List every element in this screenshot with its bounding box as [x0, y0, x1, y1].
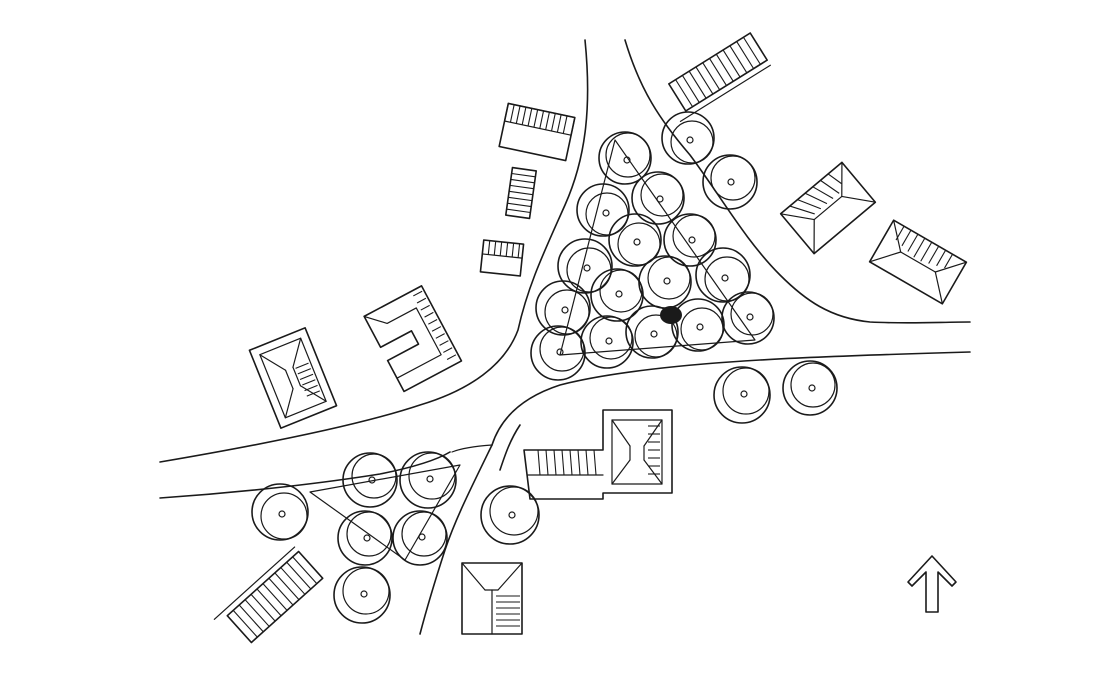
- tree: [702, 154, 758, 210]
- tree: [638, 255, 692, 309]
- tree: [337, 510, 393, 566]
- tree: [392, 510, 448, 566]
- tree: [661, 111, 715, 165]
- building-east-2: [868, 219, 968, 305]
- tree: [631, 171, 685, 225]
- tree: [695, 247, 751, 303]
- tree-cluster-southwest: [251, 451, 540, 624]
- tree: [251, 483, 309, 541]
- tree: [535, 280, 591, 336]
- tree: [663, 213, 717, 267]
- building-north-2: [504, 166, 538, 220]
- tree: [576, 183, 630, 237]
- road-south-east-edge: [499, 424, 521, 471]
- tree: [590, 268, 644, 322]
- road-west-south-edge: [159, 451, 451, 499]
- tree-pair-east: [713, 360, 838, 424]
- cluster-outline: [309, 464, 461, 561]
- tree: [580, 315, 634, 369]
- tree: [625, 305, 679, 359]
- tree-cluster-triangle: [530, 111, 775, 381]
- tree: [671, 298, 725, 352]
- building-northeast-top: [668, 32, 771, 122]
- focal-point-marker: [660, 306, 682, 324]
- tree: [342, 452, 398, 508]
- building-southwest: [213, 546, 324, 644]
- building-north-3: [479, 239, 525, 277]
- tree: [721, 291, 775, 345]
- road-east-south-edge: [491, 351, 971, 446]
- building-west-hip: [248, 327, 338, 429]
- tree: [333, 566, 391, 624]
- tree: [782, 360, 838, 416]
- buildings: [213, 32, 968, 644]
- north-arrow-icon: [907, 555, 957, 613]
- building-south-bottom: [461, 562, 523, 635]
- tree: [713, 366, 771, 424]
- tree: [480, 485, 540, 545]
- tree: [530, 325, 586, 381]
- tree: [598, 131, 652, 185]
- tree: [557, 238, 613, 294]
- building-northwest-L: [363, 285, 463, 393]
- building-east-1: [779, 161, 877, 255]
- road-south-east-edge-2: [451, 444, 493, 453]
- road-north-west-edge: [159, 39, 589, 463]
- tree: [399, 451, 457, 509]
- building-north-1: [498, 102, 576, 162]
- road-north-east-edge: [624, 39, 971, 324]
- building-south-L: [523, 409, 673, 500]
- tree: [608, 213, 662, 267]
